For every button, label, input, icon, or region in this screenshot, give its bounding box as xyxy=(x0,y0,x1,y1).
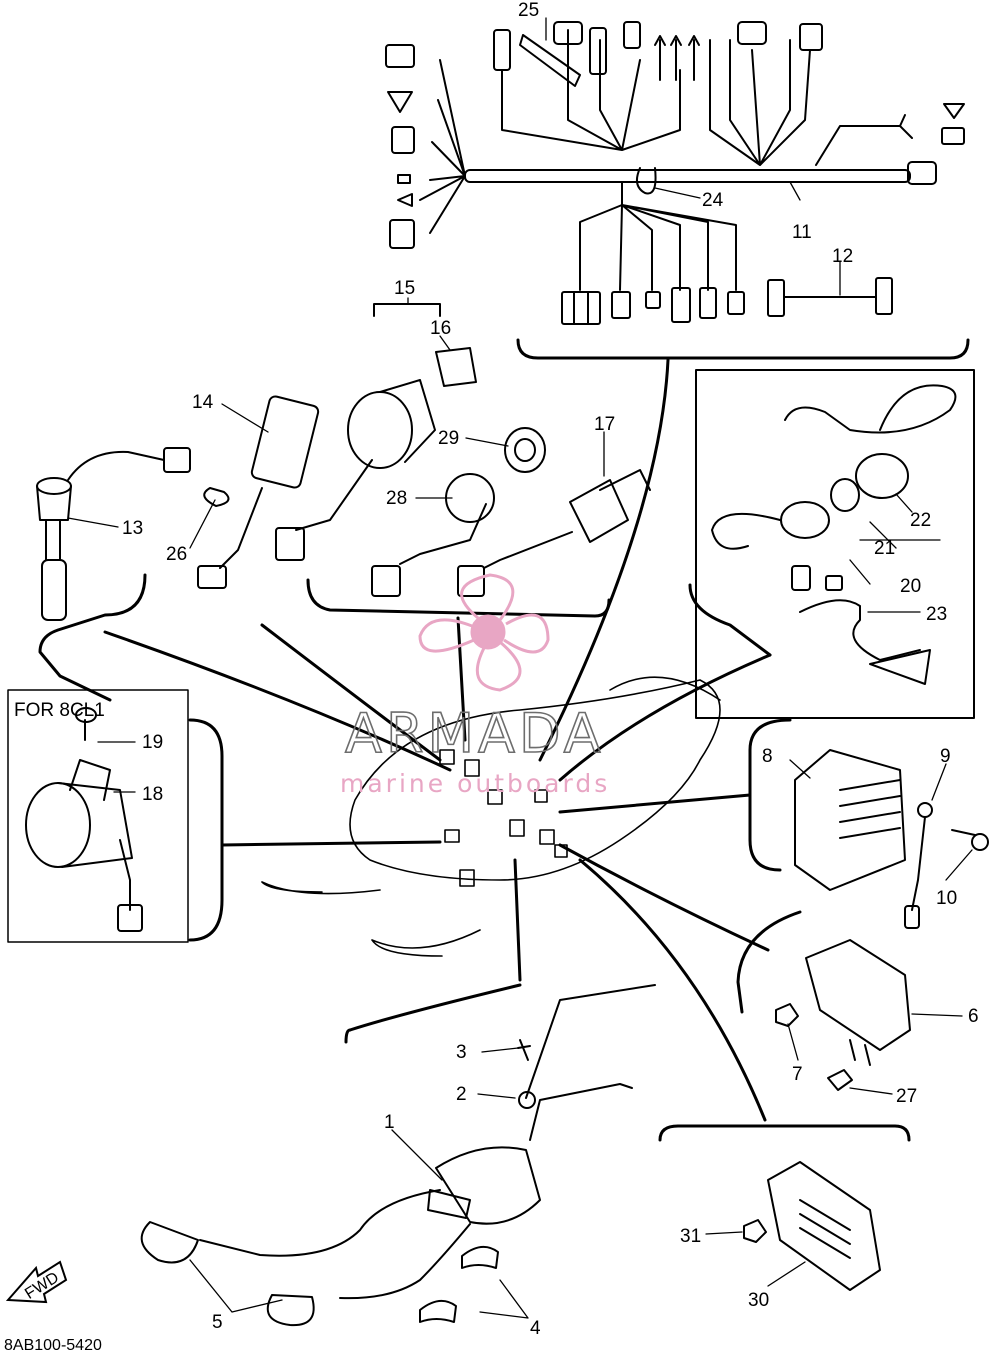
watermark-brand: ARMADA xyxy=(345,702,605,765)
callout-9: 9 xyxy=(940,746,951,767)
callout-16: 16 xyxy=(430,318,451,339)
callout-11: 11 xyxy=(792,222,812,243)
leader-lines xyxy=(103,358,772,1122)
callout-1: 1 xyxy=(384,1112,395,1133)
cdi-unit-group xyxy=(775,939,911,1091)
callout-2: 2 xyxy=(456,1084,467,1105)
callout-23: 23 xyxy=(926,604,947,625)
switch-group xyxy=(275,303,651,597)
right-bracket xyxy=(688,583,772,657)
callout-4: 4 xyxy=(530,1318,541,1339)
drawing-code: 8AB100-5420 xyxy=(4,1337,102,1354)
callout-21: 21 xyxy=(874,538,895,559)
propeller-logo xyxy=(418,573,550,692)
rectifier-group xyxy=(743,1161,881,1291)
sensor-group xyxy=(36,447,191,621)
callout-6: 6 xyxy=(968,1006,979,1027)
fwd-arrow: FWD xyxy=(5,1260,68,1304)
callout-24: 24 xyxy=(702,190,724,211)
callout-14: 14 xyxy=(192,392,214,413)
callout-leaders xyxy=(67,17,973,1319)
callout-30: 30 xyxy=(748,1290,769,1311)
callout-10: 10 xyxy=(936,888,957,909)
callout-31: 31 xyxy=(680,1226,701,1247)
engine-sketch xyxy=(261,676,721,957)
left-bracket xyxy=(38,573,147,702)
callout-18: 18 xyxy=(142,784,163,805)
callout-26: 26 xyxy=(166,544,187,565)
regulator-bracket xyxy=(748,718,792,872)
callout-29: 29 xyxy=(438,428,459,449)
inset-8cl1 xyxy=(7,689,189,943)
watermark: ARMADA marine outboards xyxy=(340,573,610,798)
inset-title: FOR 8CL1 xyxy=(14,700,105,721)
capacitor-group xyxy=(197,395,320,589)
callout-7: 7 xyxy=(792,1064,803,1085)
watermark-tagline: marine outboards xyxy=(340,769,610,798)
callout-22: 22 xyxy=(910,510,931,531)
callout-5: 5 xyxy=(212,1312,223,1333)
callout-19: 19 xyxy=(142,732,163,753)
ignition-coil-group xyxy=(140,984,656,1327)
callout-8: 8 xyxy=(762,746,773,767)
callout-15: 15 xyxy=(394,278,415,299)
wire-harness xyxy=(385,21,965,325)
inset-bracket xyxy=(188,718,224,942)
harness-bracket xyxy=(516,338,970,360)
callout-28: 28 xyxy=(386,488,407,509)
callout-27: 27 xyxy=(896,1086,917,1107)
callout-12: 12 xyxy=(832,246,853,267)
callout-20: 20 xyxy=(900,576,921,597)
regulator-group xyxy=(794,749,989,929)
rectifier-bracket xyxy=(658,1124,911,1142)
callout-labels: 1 2 3 4 5 6 7 8 9 10 11 12 13 14 15 16 1… xyxy=(122,0,979,1339)
cdi-bracket xyxy=(736,910,802,1014)
callout-17: 17 xyxy=(594,414,615,435)
lanyard-switch-group xyxy=(695,369,975,719)
callout-3: 3 xyxy=(456,1042,467,1063)
coil-bracket xyxy=(344,1028,352,1044)
callout-25: 25 xyxy=(518,0,539,21)
callout-13: 13 xyxy=(122,518,143,539)
